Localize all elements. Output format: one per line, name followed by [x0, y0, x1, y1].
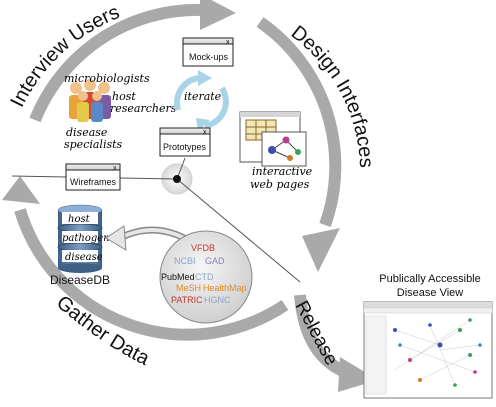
wireframes-label: Wireframes [70, 177, 117, 187]
people-group-icon [69, 79, 111, 122]
data-sources-bubble [159, 230, 253, 324]
ring-arc-right [256, 17, 342, 228]
center-hub [11, 157, 301, 283]
public-view-nodes [393, 318, 482, 387]
public-view-network [394, 319, 481, 386]
user-host-line1: host [112, 90, 136, 103]
close-icon: x [113, 165, 117, 172]
source-patric: PATRIC [171, 295, 203, 305]
user-microbiologists: microbiologists [64, 72, 150, 85]
source-vfdb: VFDB [191, 243, 215, 253]
public-view-title-line1: Publically Accessible [379, 273, 481, 285]
user-host-line2: researchers [110, 102, 177, 115]
source-gad: GAD [205, 256, 225, 266]
public-view-screenshot [363, 301, 493, 399]
arrowhead-top [200, 0, 236, 30]
user-disease-line1: disease [66, 126, 108, 139]
source-ctd: CTD [195, 272, 214, 282]
db-name: DiseaseDB [50, 273, 110, 287]
phase-interview-users: Interview Users [6, 1, 122, 110]
source-hgnc: HGNC [204, 295, 231, 305]
arrowhead-release [338, 357, 378, 392]
data-sources-list: VFDB NCBI GAD PubMed CTD MeSH HealthMap … [161, 243, 247, 305]
interactive-label-line2: web pages [250, 178, 310, 191]
arrowhead-left [2, 176, 40, 204]
web-pages-thumbnail [239, 111, 307, 167]
hub-dot [173, 175, 181, 183]
interactive-label-line1: interactive [252, 165, 313, 178]
prototypes-window: x Prototypes [159, 127, 211, 157]
prototypes-label: Prototypes [163, 142, 207, 152]
user-disease-line2: specialists [64, 138, 123, 151]
network-graph-icon [261, 131, 307, 167]
public-view-title-line2: Disease View [397, 287, 463, 299]
release-arc [294, 294, 348, 378]
db-layer-pathogen: pathogen [62, 233, 110, 244]
db-layer-disease: disease [65, 252, 103, 263]
ring-arrowheads [2, 0, 378, 392]
database-icon [57, 204, 103, 273]
db-layer-host: host [68, 214, 91, 225]
source-pubmed: PubMed [161, 272, 195, 282]
source-ncbi: NCBI [174, 256, 196, 266]
close-icon: x [226, 39, 230, 46]
arrowhead-right [302, 228, 340, 272]
source-healthmap: HealthMap [203, 283, 247, 293]
mockups-window: x Mock-ups [182, 37, 234, 67]
cycle-ring [14, 3, 348, 378]
spoke-release [176, 178, 301, 283]
ring-arc-top [29, 3, 206, 123]
close-icon: x [203, 129, 207, 136]
iterate-arc-2 [204, 86, 229, 129]
mockups-label: Mock-ups [189, 52, 229, 62]
ring-arc-bottom [14, 208, 289, 341]
wireframes-window: x Wireframes [65, 163, 121, 191]
iterate-label: iterate [184, 90, 222, 103]
source-mesh: MeSH [176, 283, 201, 293]
